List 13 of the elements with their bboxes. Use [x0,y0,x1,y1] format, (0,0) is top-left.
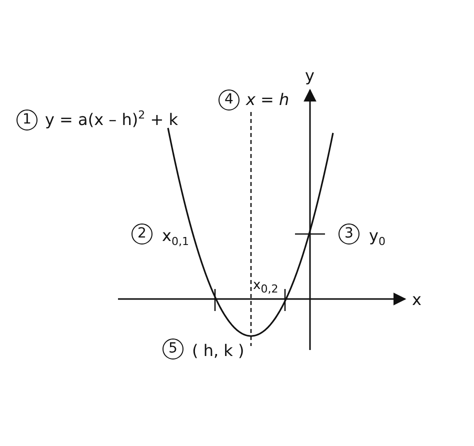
formula-label: x = h [246,91,290,109]
callout-number: 1 [16,110,38,130]
callout-number: 3 [338,224,360,244]
formula-label: x$_{0,1}$ [162,227,189,245]
formula-label: y$_{0}$ [369,227,386,245]
formula-label: x$_{0,2}$ [253,277,278,295]
axis-label: x [412,291,422,309]
callout-number: 5 [162,338,184,360]
axis-label: y [305,67,314,85]
formula-label: ( h, k ) [192,342,244,360]
formula-label: y = a(x – h)$^{2}$ + k [45,111,178,129]
callout-number: 2 [132,224,152,244]
callout-number: 4 [218,90,240,110]
